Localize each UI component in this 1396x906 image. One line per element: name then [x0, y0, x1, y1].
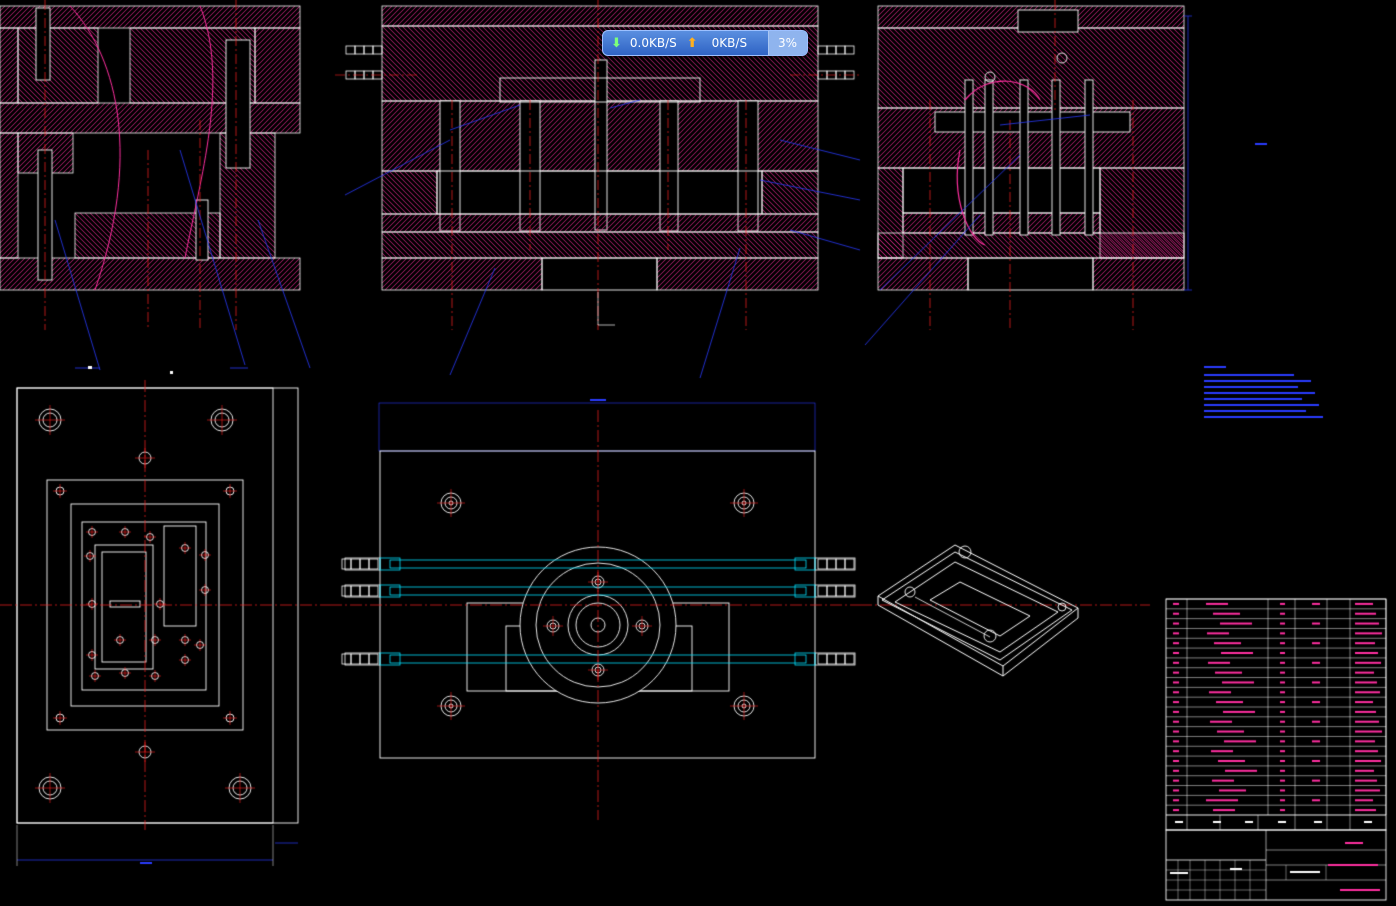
download-speed: 0.0KB/S: [629, 36, 677, 50]
usage-percent: 3%: [767, 31, 807, 55]
upload-speed: 0KB/S: [711, 36, 748, 50]
arrow-up-icon: ⬆: [686, 35, 698, 51]
network-speed-widget[interactable]: ⬇ 0.0KB/S ⬆ 0KB/S 3%: [602, 30, 808, 56]
arrow-down-icon: ⬇: [611, 35, 622, 51]
usage-percent-fill: [767, 31, 770, 55]
